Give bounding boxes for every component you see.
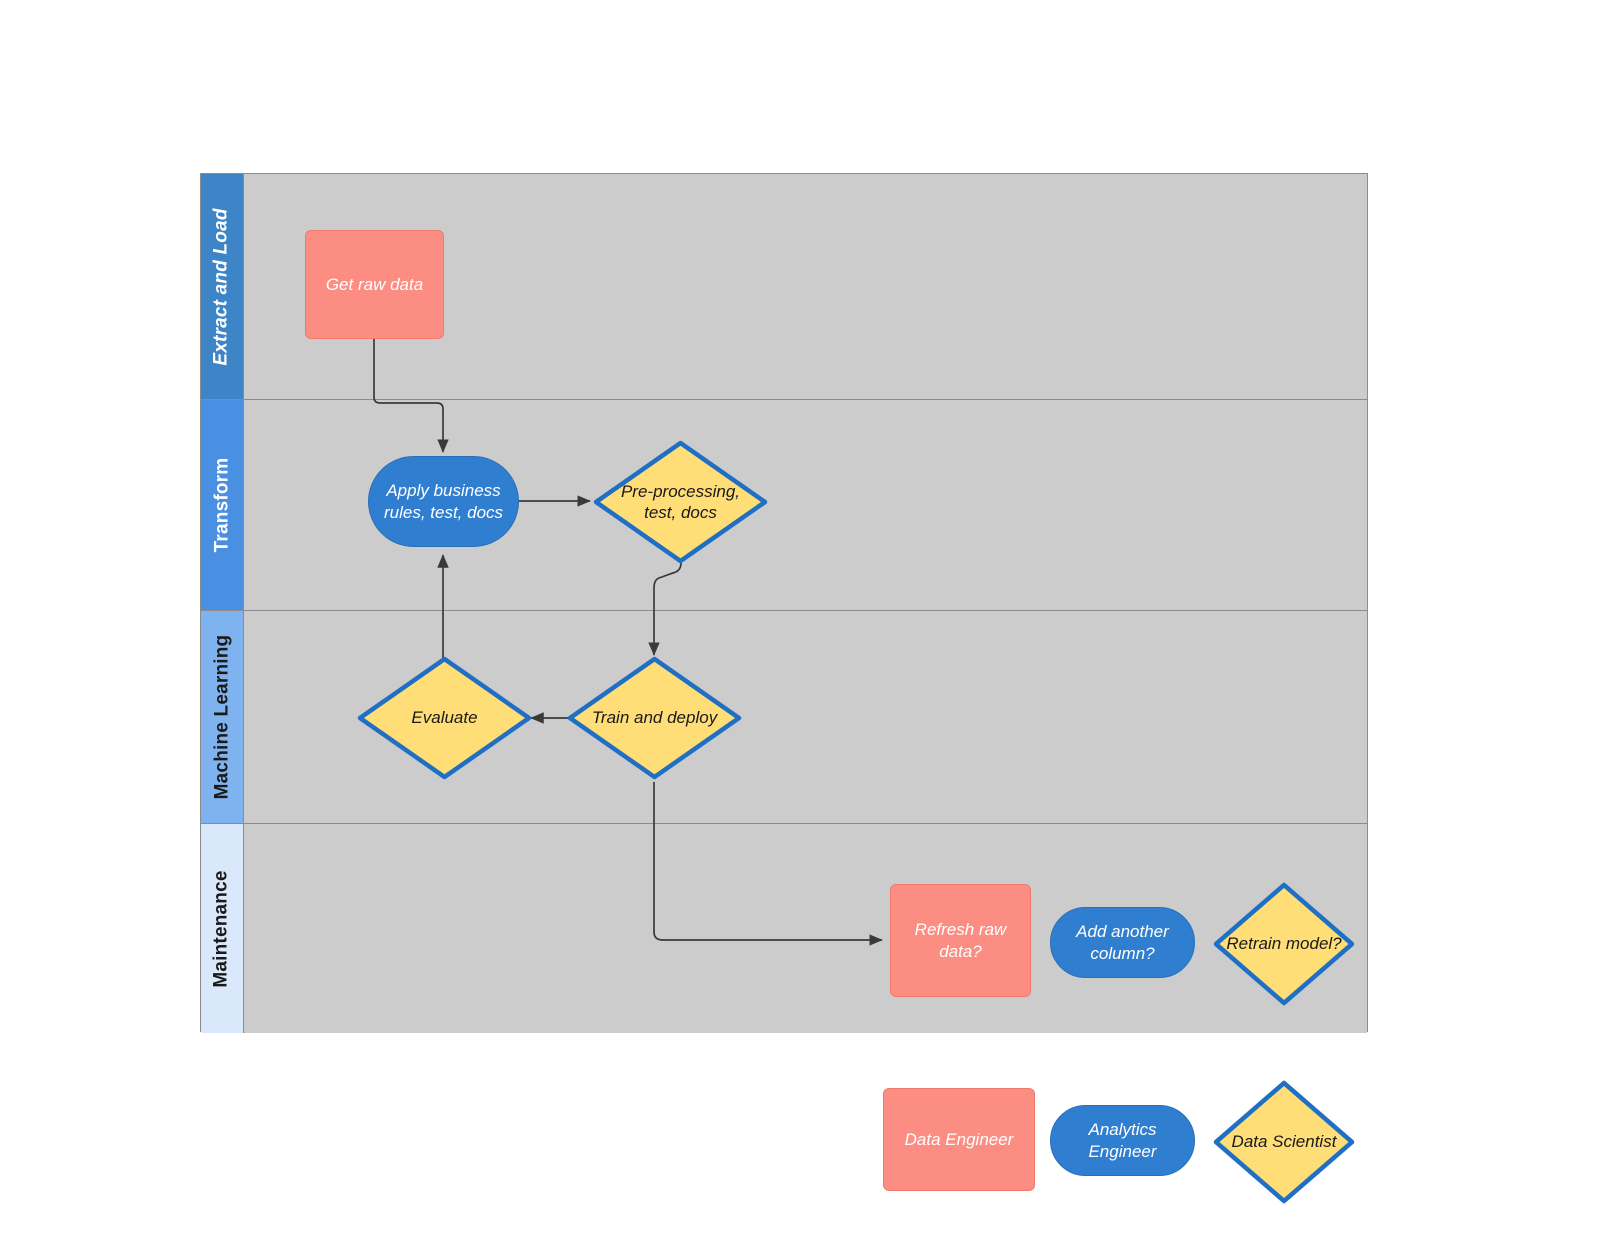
lane-title-maintenance: Maintenance — [211, 869, 233, 988]
node-refresh-raw-data[interactable]: Refresh raw data? — [890, 884, 1031, 997]
lane-header-maintenance[interactable]: Maintenance — [201, 824, 244, 1033]
lane-body-maintenance — [244, 824, 1367, 1033]
lane-title-transform: Transform — [211, 457, 232, 553]
node-apply-business-rules[interactable]: Apply business rules, test, docs — [368, 456, 519, 547]
node-label-refresh-raw-data: Refresh raw data? — [914, 920, 1007, 961]
legend-item-data-engineer[interactable]: Data Engineer — [883, 1088, 1035, 1191]
lane-title-extract-and-load: Extract and Load — [211, 207, 232, 366]
lane-header-transform[interactable]: Transform — [201, 400, 244, 610]
diamond-shape-icon — [1213, 1080, 1355, 1204]
node-pre-processing[interactable]: Pre-processing, test, docs — [593, 440, 768, 564]
lane-header-extract-and-load[interactable]: Extract and Load — [201, 174, 244, 399]
legend-item-analytics-engineer[interactable]: Analytics Engineer — [1050, 1105, 1195, 1176]
diamond-shape-icon — [357, 656, 532, 780]
legend-item-data-scientist[interactable]: Data Scientist — [1213, 1080, 1355, 1204]
lane-header-machine-learning[interactable]: Machine Learning — [201, 611, 244, 823]
node-train-and-deploy[interactable]: Train and deploy — [567, 656, 742, 780]
node-retrain-model[interactable]: Retrain model? — [1213, 882, 1355, 1006]
legend-label-analytics-engineer: Analytics Engineer — [1088, 1120, 1157, 1161]
diamond-shape-icon — [593, 440, 768, 564]
node-label-add-another-column: Add another column? — [1076, 922, 1169, 963]
legend: Data Engineer Analytics Engineer Data Sc… — [880, 1080, 1380, 1204]
node-get-raw-data[interactable]: Get raw data — [305, 230, 444, 339]
node-add-another-column[interactable]: Add another column? — [1050, 907, 1195, 978]
node-label-apply-business-rules: Apply business rules, test, docs — [383, 481, 504, 522]
node-evaluate[interactable]: Evaluate — [357, 656, 532, 780]
lane-title-machine-learning: Machine Learning — [211, 634, 233, 800]
legend-label-data-engineer: Data Engineer — [904, 1129, 1014, 1149]
node-label-get-raw-data: Get raw data — [325, 274, 424, 294]
diamond-shape-icon — [1213, 882, 1355, 1006]
diamond-shape-icon — [567, 656, 742, 780]
